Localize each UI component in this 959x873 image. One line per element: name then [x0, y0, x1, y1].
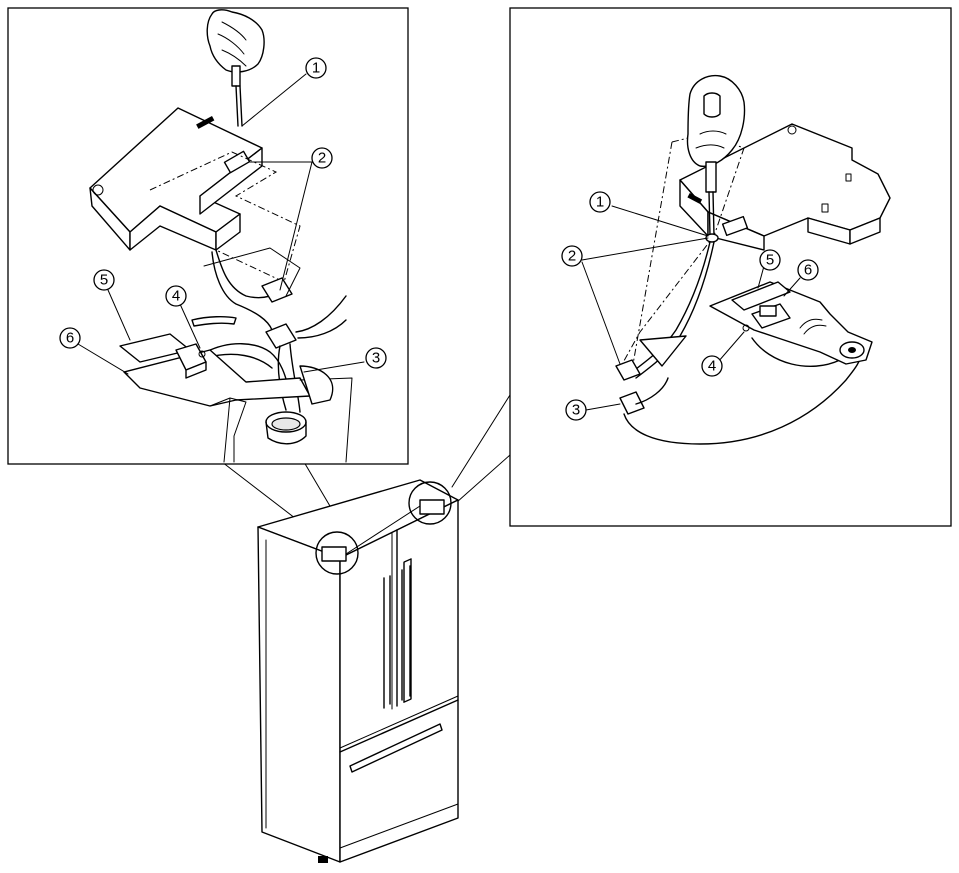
left-callout-3: 3 [372, 350, 380, 367]
right-callout-5-circle [759, 249, 781, 271]
right-callout-4-circle [701, 355, 723, 377]
right-screwdriver-hand [686, 74, 746, 243]
left-callout-4: 4 [172, 288, 180, 305]
left-hinge-cover [89, 107, 301, 283]
right-callout-6-circle [797, 259, 819, 281]
left-callout-5: 5 [100, 272, 108, 289]
left-callout-2: 2 [318, 150, 326, 167]
right-callout-1: 1 [596, 194, 604, 211]
left-screwdriver-hand [206, 9, 265, 127]
right-callout-1-circle [589, 191, 611, 213]
left-callout-2-circle [311, 147, 333, 169]
refrigerator [257, 479, 459, 863]
left-wire-harness [191, 247, 347, 413]
left-detail-panel: 1 2 3 4 5 6 [7, 7, 409, 465]
right-callouts: 1 2 3 4 5 6 [561, 191, 819, 421]
right-hinge-cover [619, 123, 891, 371]
right-callout-2-circle [561, 245, 583, 267]
left-callout-3-circle [365, 347, 387, 369]
left-callout-4-circle [165, 285, 187, 307]
left-callouts: 1 2 3 4 5 6 [59, 57, 387, 375]
right-callout-5: 5 [766, 252, 774, 269]
left-callout-1: 1 [312, 60, 320, 77]
left-ground-bracket [119, 333, 311, 407]
right-callout-4: 4 [708, 358, 716, 375]
left-callout-5-circle [93, 269, 115, 291]
left-callout-1-circle [305, 57, 327, 79]
right-ground-bracket [709, 281, 873, 365]
right-wire-harness [615, 241, 863, 445]
right-callout-6: 6 [804, 262, 812, 279]
right-detail-panel: 1 2 3 4 5 6 [509, 7, 952, 527]
left-cabinet-top [209, 365, 353, 463]
right-callout-2: 2 [568, 248, 576, 265]
left-callout-6: 6 [66, 330, 74, 347]
right-callout-3-circle [565, 399, 587, 421]
right-callout-3: 3 [572, 402, 580, 419]
left-callout-6-circle [59, 327, 81, 349]
